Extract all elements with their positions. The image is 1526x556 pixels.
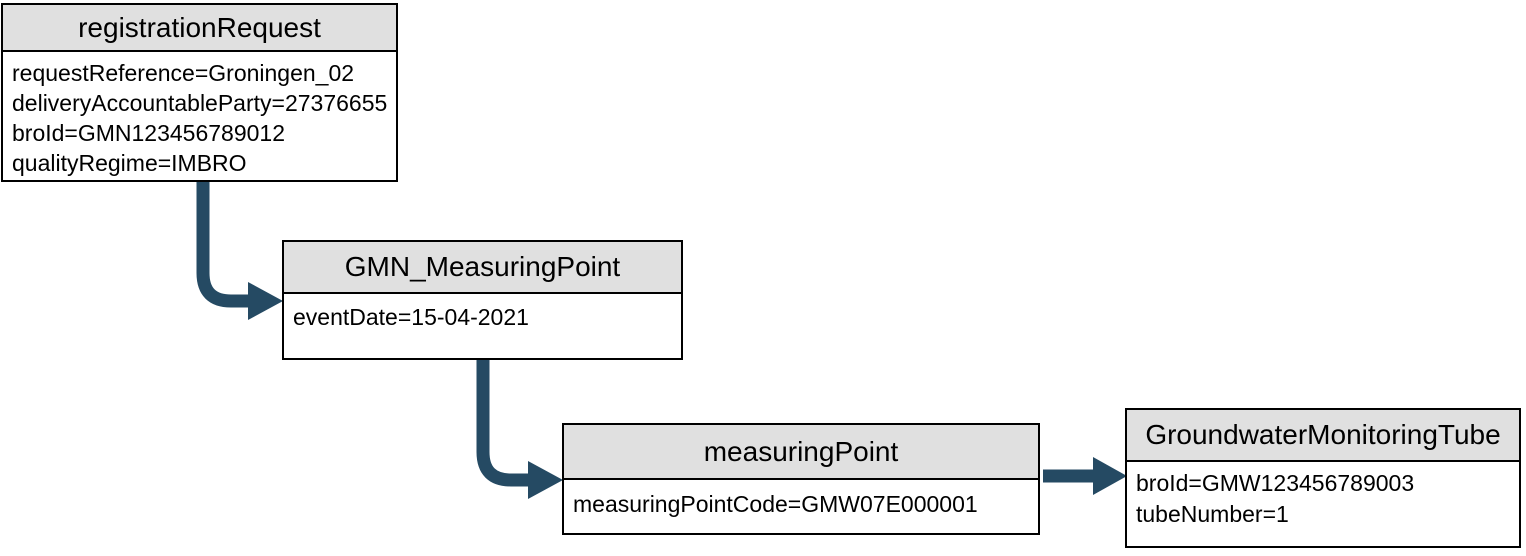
attribute-line: tubeNumber=1 (1136, 501, 1289, 527)
attribute-line: measuringPointCode=GMW07E000001 (573, 491, 978, 517)
node-body-measuring-point: measuringPointCode=GMW07E000001 (564, 480, 1038, 519)
arrow-head-icon (248, 282, 283, 320)
attribute-line: eventDate=15-04-2021 (293, 304, 529, 330)
attribute-line: requestReference=Groningen_02 (12, 60, 355, 86)
node-groundwater-monitoring-tube: GroundwaterMonitoringTube broId=GMW12345… (1125, 408, 1521, 548)
arrow-shaft (196, 182, 249, 308)
node-body-registration-request: requestReference=Groningen_02 deliveryAc… (3, 52, 396, 178)
arrow-head-icon (1093, 457, 1127, 495)
node-body-groundwater-monitoring-tube: broId=GMW123456789003 tubeNumber=1 (1127, 462, 1519, 530)
attribute-line: broId=GMN123456789012 (12, 120, 286, 146)
connector-arrow-gmn-to-measuringpoint (476, 360, 563, 499)
node-title-measuring-point: measuringPoint (564, 425, 1038, 480)
connector-arrow-measuringpoint-to-tube (1043, 457, 1127, 495)
node-title-registration-request: registrationRequest (3, 5, 396, 52)
attribute-line: broId=GMW123456789003 (1136, 470, 1415, 496)
attribute-line: qualityRegime=IMBRO (12, 150, 247, 176)
node-title-gmn-measuring-point: GMN_MeasuringPoint (284, 242, 681, 294)
node-gmn-measuring-point: GMN_MeasuringPoint eventDate=15-04-2021 (282, 240, 683, 360)
node-registration-request: registrationRequest requestReference=Gro… (1, 3, 398, 182)
attribute-line: deliveryAccountableParty=27376655 (12, 90, 388, 116)
node-title-groundwater-monitoring-tube: GroundwaterMonitoringTube (1127, 410, 1519, 462)
arrow-shaft (476, 360, 529, 487)
node-body-gmn-measuring-point: eventDate=15-04-2021 (284, 294, 681, 332)
node-measuring-point: measuringPoint measuringPointCode=GMW07E… (562, 423, 1040, 535)
arrow-head-icon (528, 461, 563, 499)
connector-arrow-registration-to-gmn (196, 182, 283, 320)
